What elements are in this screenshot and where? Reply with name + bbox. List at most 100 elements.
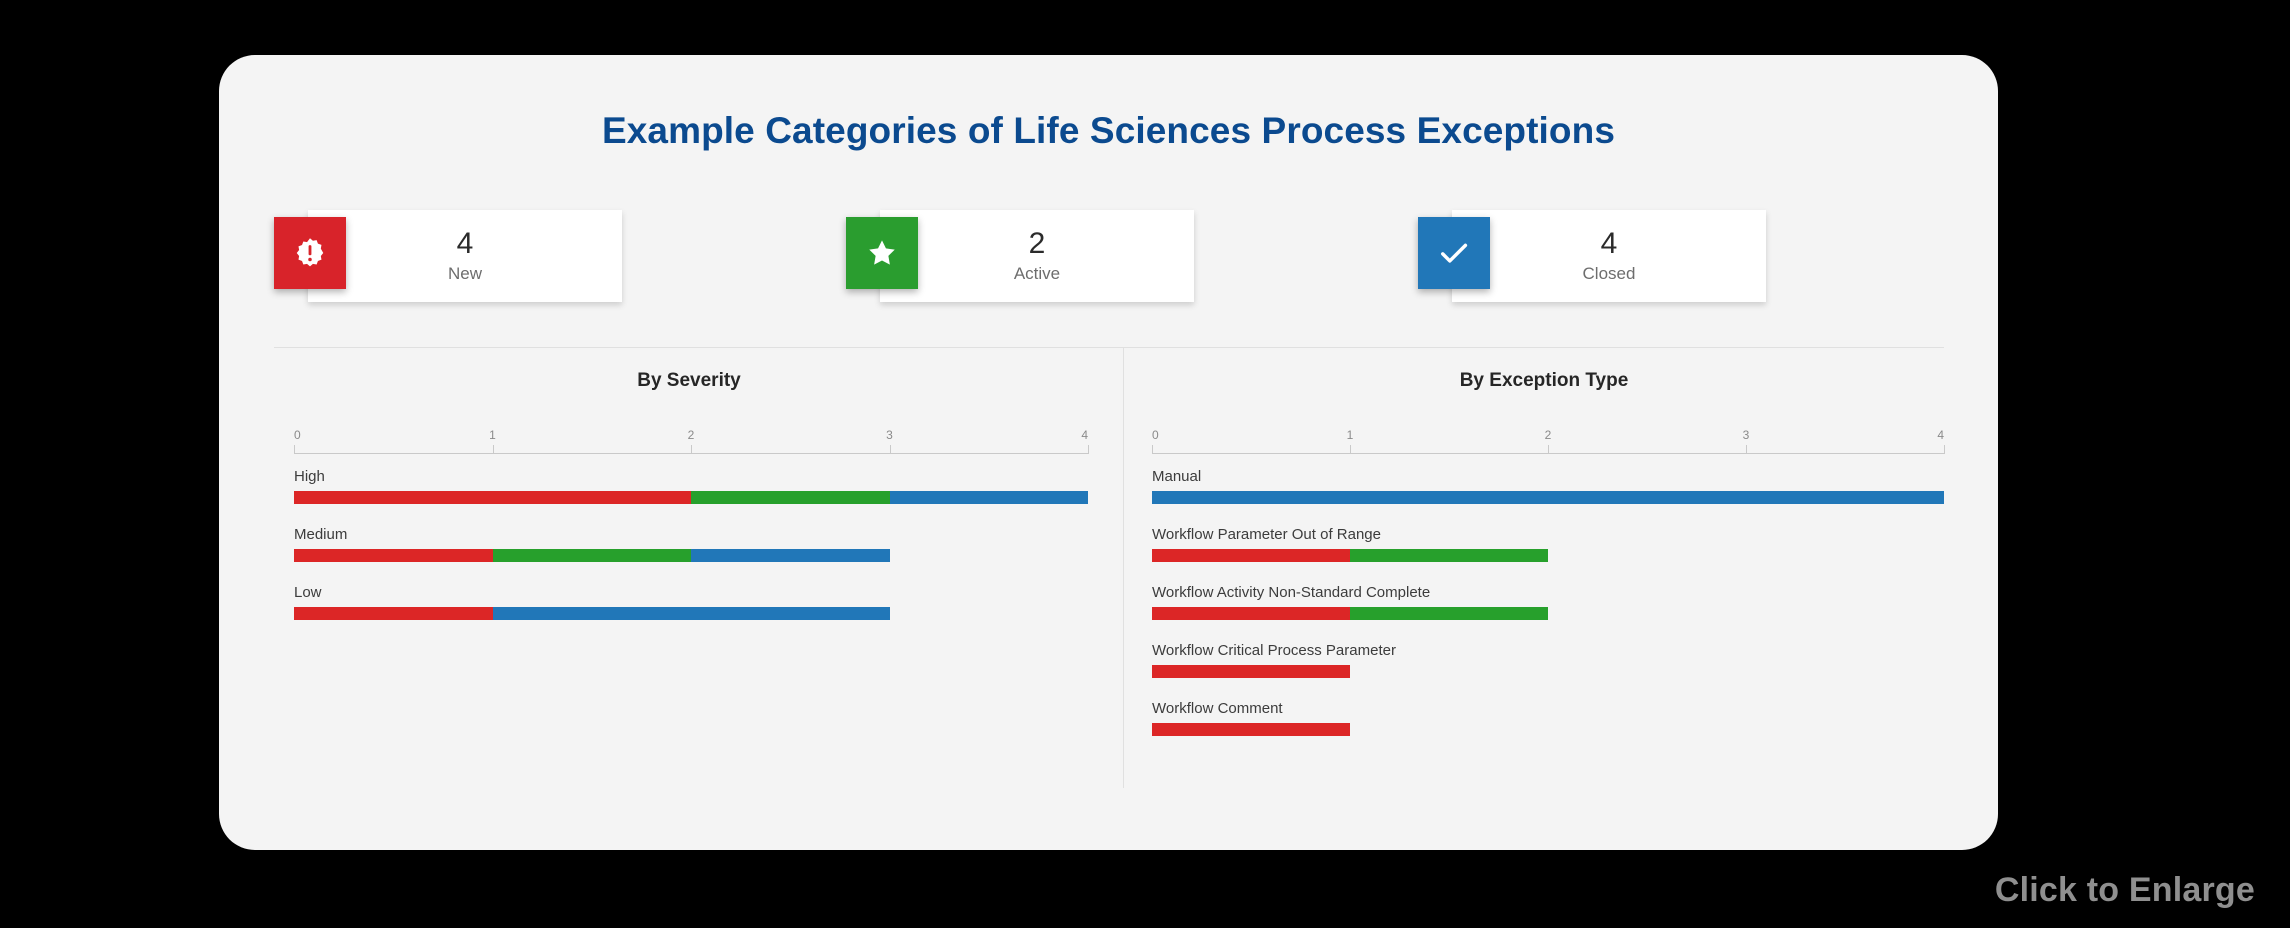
star-icon <box>865 236 899 270</box>
bar-label: High <box>294 468 325 485</box>
bar-stack <box>1152 491 1944 504</box>
bar-segment-new <box>1152 665 1350 678</box>
bar-label: Low <box>294 584 322 601</box>
bar-segment-closed <box>1152 491 1944 504</box>
bar-row[interactable]: Workflow Comment <box>1152 700 1944 736</box>
bar-stack <box>294 491 1088 504</box>
axis-tick-label: 1 <box>489 428 496 442</box>
bar-segment-new <box>1152 723 1350 736</box>
stat-value: 2 <box>1028 227 1046 261</box>
bar-row[interactable]: Manual <box>1152 468 1944 504</box>
axis-tick <box>492 445 494 454</box>
chart-axis: 0 1 2 3 4 <box>294 426 1089 454</box>
bar-segment-active <box>1350 549 1548 562</box>
exclamation-seal-icon <box>293 236 327 270</box>
bar-stack <box>1152 607 1944 620</box>
axis-tick-label: 2 <box>687 428 695 442</box>
bar-label: Workflow Critical Process Parameter <box>1152 642 1396 659</box>
stat-card-body-closed: 4 Closed <box>1452 210 1766 302</box>
bar-label: Workflow Comment <box>1152 700 1283 717</box>
stat-value: 4 <box>1600 227 1618 261</box>
bar-stack <box>1152 549 1944 562</box>
bar-track <box>1152 491 1944 504</box>
axis-tick <box>1088 445 1089 454</box>
axis-tick-label: 4 <box>1081 428 1088 442</box>
axis-tick-label: 0 <box>294 428 301 442</box>
section-divider <box>274 347 1944 348</box>
axis-tick <box>889 445 891 454</box>
bar-row[interactable]: Workflow Critical Process Parameter <box>1152 642 1944 678</box>
bar-segment-closed <box>492 607 890 620</box>
page-title: Example Categories of Life Sciences Proc… <box>601 110 1616 151</box>
bar-row[interactable]: Low <box>294 584 1088 620</box>
axis-tick <box>1746 445 1747 454</box>
bar-segment-new <box>294 607 493 620</box>
axis-tick <box>691 445 692 454</box>
stat-card-body-active: 2 Active <box>880 210 1194 302</box>
check-icon <box>1436 235 1472 271</box>
stat-card-closed[interactable]: 4 Closed <box>1418 210 1766 302</box>
bar-track <box>294 491 1088 504</box>
click-to-enlarge-label[interactable]: Click to Enlarge <box>1994 871 2255 909</box>
bar-segment-active <box>492 549 691 562</box>
bar-row[interactable]: High <box>294 468 1088 504</box>
bar-track <box>294 607 1088 620</box>
bar-segment-new <box>1152 607 1350 620</box>
bar-segment-new <box>294 491 691 504</box>
bar-label: Manual <box>1152 468 1202 485</box>
bar-segment-closed <box>691 549 890 562</box>
bar-row[interactable]: Workflow Parameter Out of Range <box>1152 526 1944 562</box>
stat-badge-active <box>846 217 918 289</box>
bar-row[interactable]: Workflow Activity Non-Standard Complete <box>1152 584 1944 620</box>
stat-card-body-new: 4 New <box>308 210 622 302</box>
chart-title: By Exception Type <box>1459 370 1629 391</box>
bar-stack <box>1152 723 1944 736</box>
bar-track <box>1152 665 1944 678</box>
bar-segment-closed <box>889 491 1088 504</box>
chart-title: By Severity <box>637 370 741 391</box>
axis-tick-label: 2 <box>1544 428 1552 442</box>
axis-tick <box>1350 445 1351 454</box>
stat-label: Active <box>1013 263 1061 283</box>
bar-segment-new <box>294 549 493 562</box>
stat-badge-closed <box>1418 217 1490 289</box>
stat-label: Closed <box>1582 263 1636 283</box>
axis-tick-label: 3 <box>886 428 893 442</box>
bar-track <box>1152 607 1944 620</box>
stat-badge-new <box>274 217 346 289</box>
axis-tick-label: 1 <box>1346 428 1354 442</box>
panel-divider <box>1123 348 1124 788</box>
bar-segment-active <box>1350 607 1548 620</box>
bar-segment-active <box>691 491 890 504</box>
stat-card-new[interactable]: 4 New <box>274 210 622 302</box>
bar-stack <box>294 607 1088 620</box>
stats-row: 4 New 2 Active <box>274 210 1944 330</box>
bar-label: Medium <box>294 526 348 543</box>
bar-label: Workflow Activity Non-Standard Complete <box>1152 584 1431 601</box>
bar-track <box>1152 549 1944 562</box>
stat-label: New <box>447 263 482 283</box>
stat-value: 4 <box>456 227 474 261</box>
stat-card-active[interactable]: 2 Active <box>846 210 1194 302</box>
bar-label: Workflow Parameter Out of Range <box>1152 526 1381 543</box>
bar-stack <box>1152 665 1944 678</box>
bar-row[interactable]: Medium <box>294 526 1088 562</box>
axis-tick <box>1944 445 1945 454</box>
bar-track <box>294 549 1088 562</box>
bar-stack <box>294 549 1088 562</box>
axis-tick <box>1152 445 1153 454</box>
dashboard-card: Example Categories of Life Sciences Proc… <box>219 55 1998 850</box>
axis-tick <box>294 445 295 454</box>
axis-tick-label: 0 <box>1152 428 1159 442</box>
axis-tick-label: 4 <box>1937 428 1944 442</box>
bar-segment-new <box>1152 549 1350 562</box>
bar-track <box>1152 723 1944 736</box>
axis-tick <box>1548 445 1549 454</box>
